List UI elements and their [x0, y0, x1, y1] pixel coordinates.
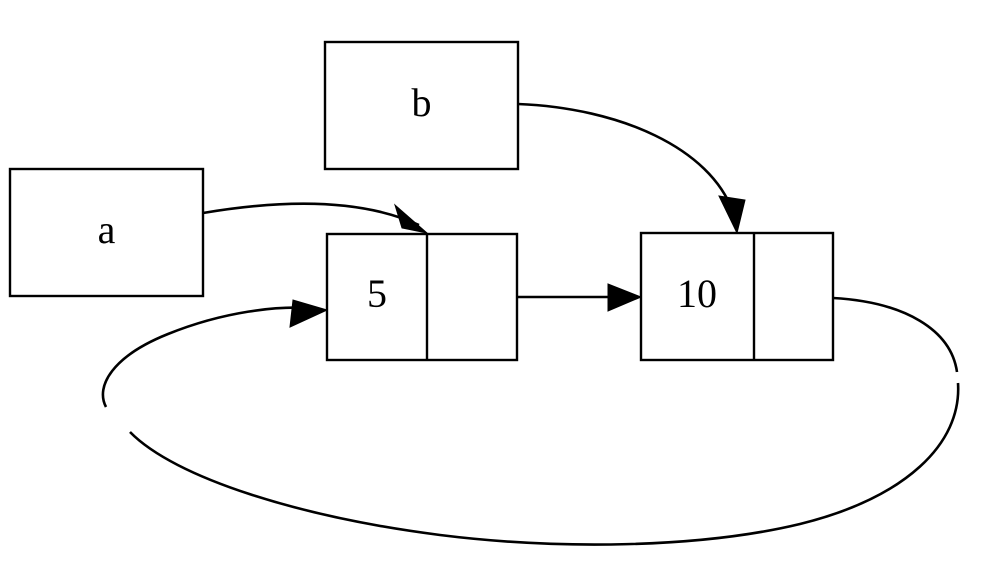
edge-b-to-node10	[517, 102, 746, 235]
edge-node10-to-node5-line-upper-right	[832, 296, 959, 373]
edge-node10-to-node5-arrowhead	[289, 299, 329, 328]
variable-box-b-rect	[323, 40, 520, 171]
edge-b-to-node10-arrowhead	[718, 195, 746, 235]
edge-node10-to-node5	[101, 296, 960, 546]
list-node-10[interactable]: 10	[639, 231, 835, 362]
edge-a-to-node5	[202, 202, 429, 234]
edge-node10-to-node5-line-upper-left	[101, 306, 311, 408]
edge-b-to-node10-line	[517, 102, 735, 213]
list-node-10-rect	[639, 231, 835, 362]
variable-box-b[interactable]: b	[323, 40, 520, 171]
variable-box-a[interactable]: a	[8, 167, 205, 298]
edge-a-to-node5-line	[202, 202, 420, 227]
list-node-5-rect	[325, 232, 519, 362]
variable-box-a-rect	[8, 167, 205, 298]
edge-node5-to-node10-arrowhead	[607, 283, 643, 312]
list-node-10-value: 10	[677, 271, 717, 316]
list-node-5-value: 5	[367, 271, 387, 316]
variable-box-b-label: b	[412, 80, 432, 125]
variable-box-a-label: a	[98, 207, 116, 252]
list-node-5[interactable]: 5	[325, 232, 519, 362]
edge-a-to-node5-arrowhead	[394, 203, 429, 234]
edge-node10-to-node5-line-bottom	[129, 382, 960, 546]
edge-node5-to-node10	[517, 283, 643, 312]
